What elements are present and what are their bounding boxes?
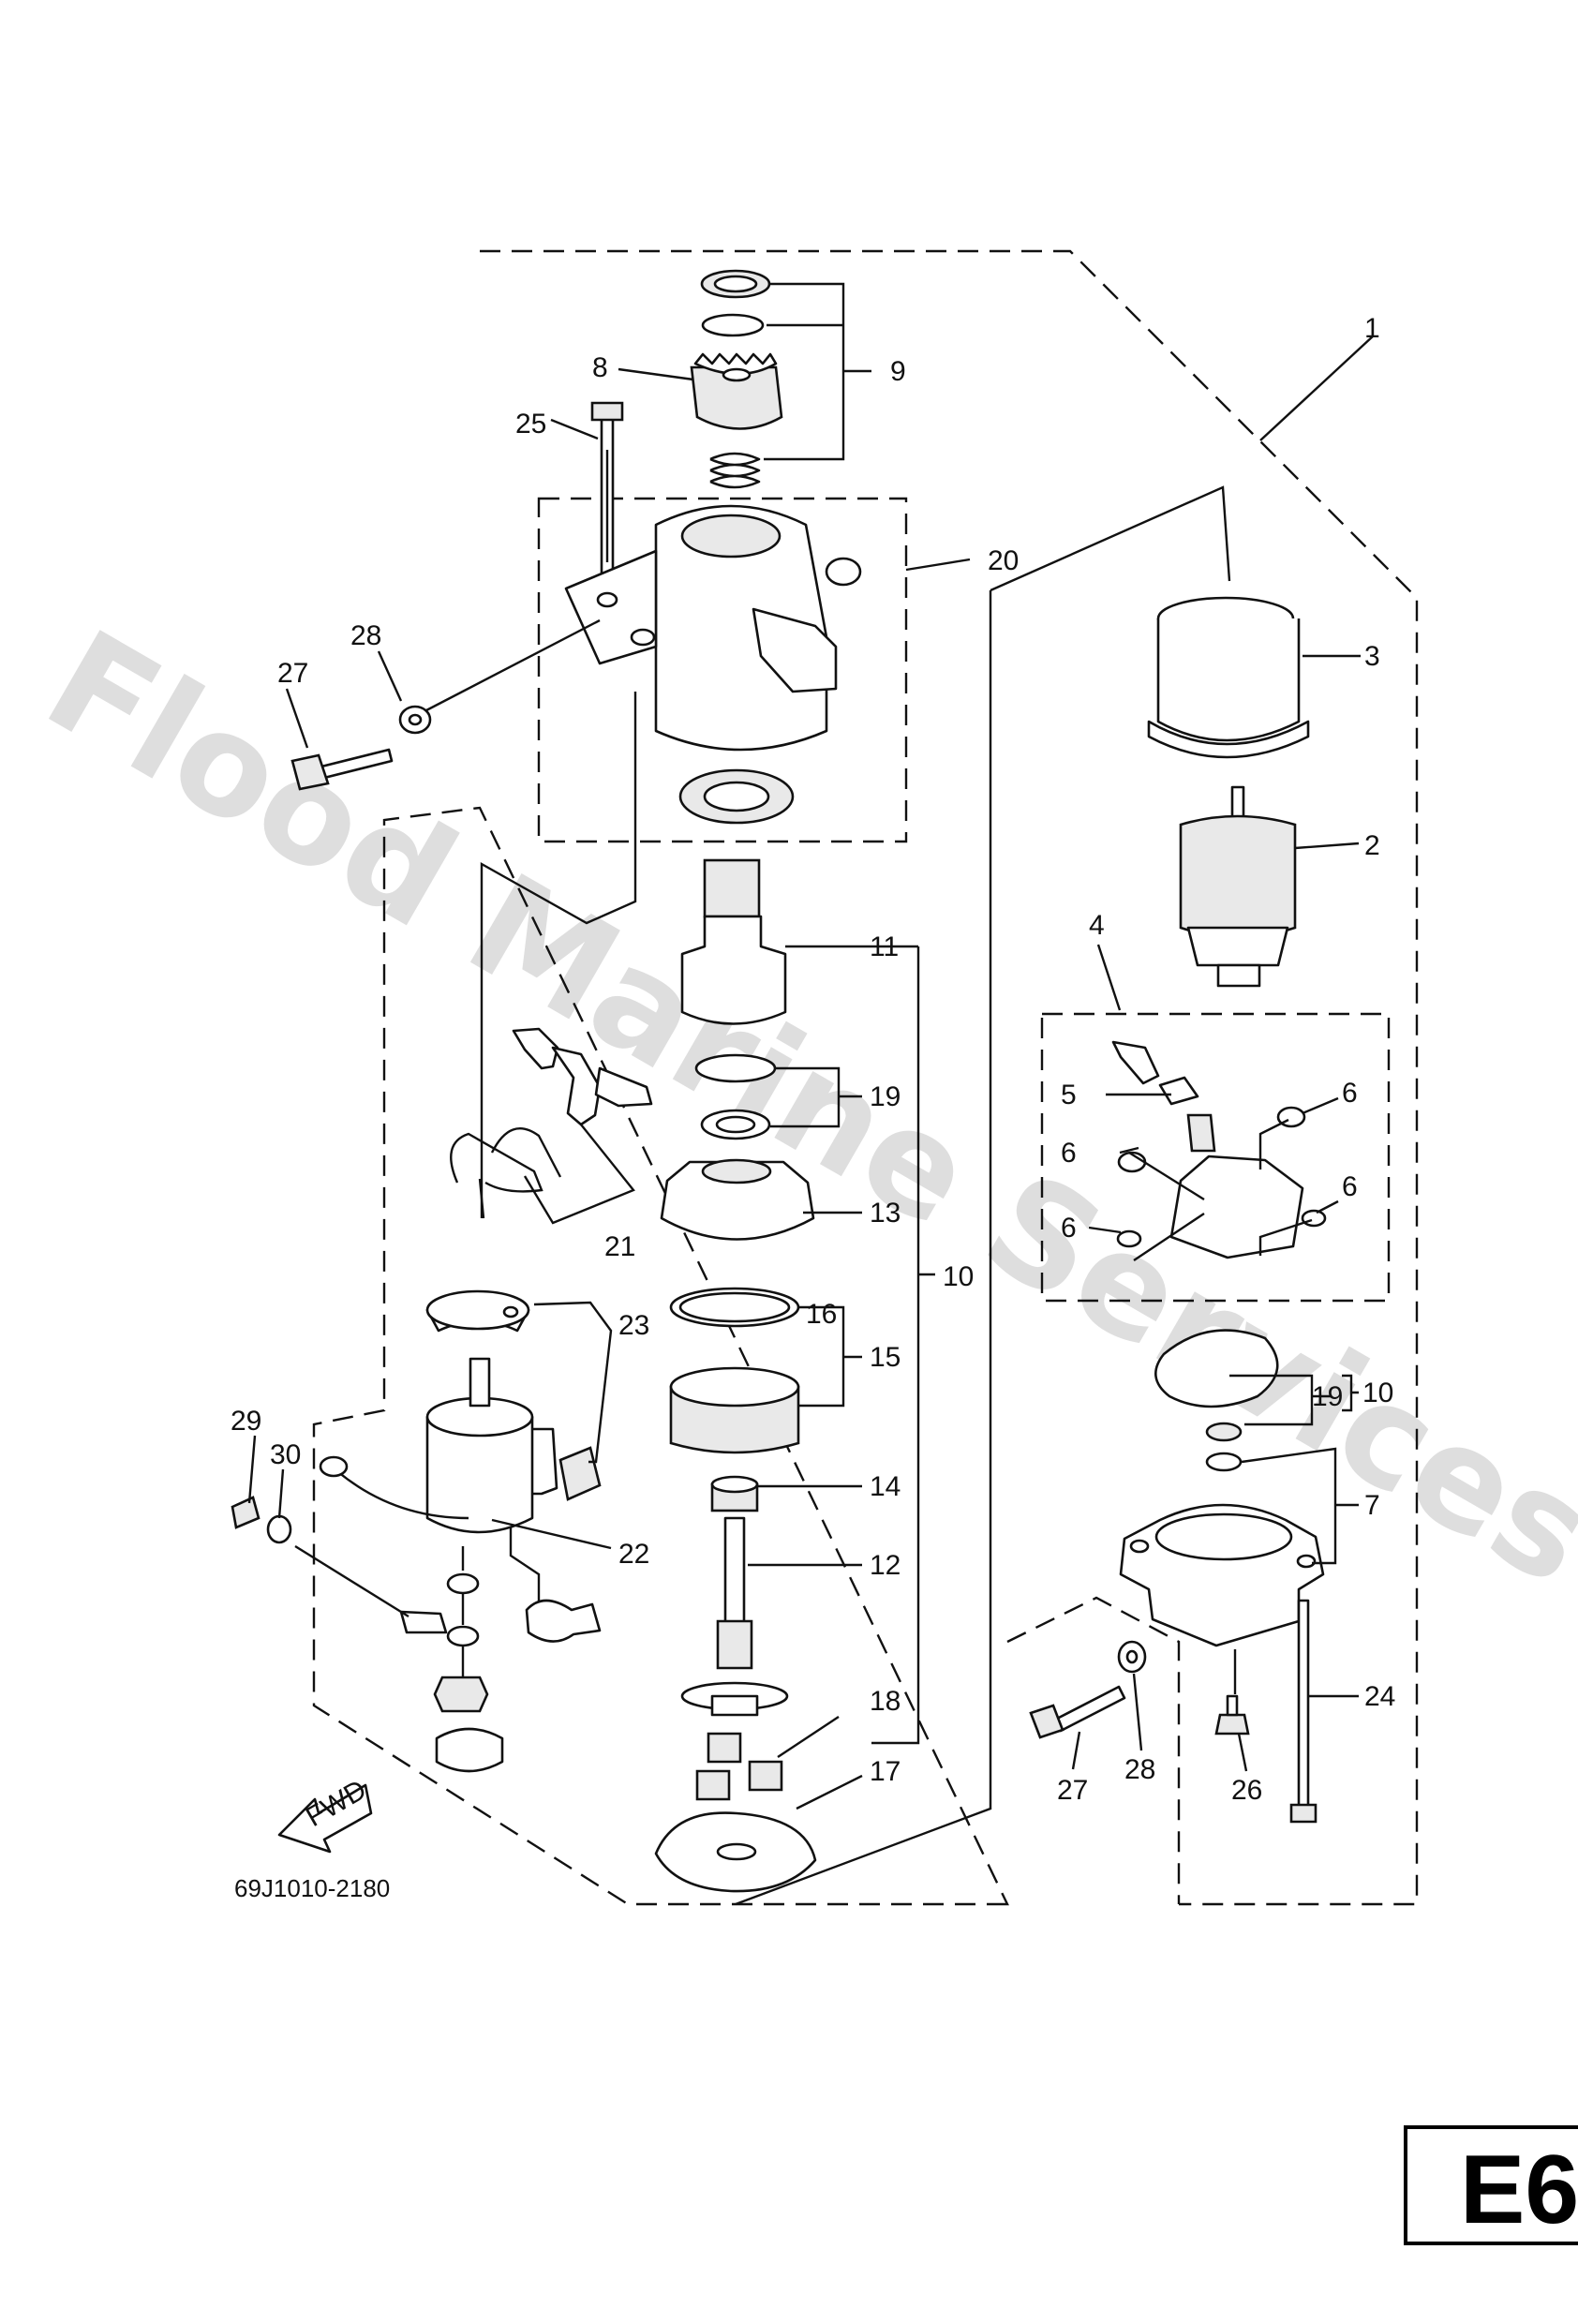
callout-26: 26 xyxy=(1231,1775,1262,1806)
diagram-code: 69J1010-2180 xyxy=(234,1874,390,1902)
callout-1: 1 xyxy=(1364,313,1380,344)
callout-9: 9 xyxy=(890,356,906,387)
callout-6a: 6 xyxy=(1061,1138,1077,1169)
fwd-direction-arrow: FWD xyxy=(277,1774,373,1854)
callout-labels: 1 2 3 4 5 6 6 6 6 7 8 9 10 10 11 12 13 1… xyxy=(231,313,1395,1806)
shift-lever-group xyxy=(450,1027,653,1219)
callout-18: 18 xyxy=(870,1686,901,1717)
page-id: E6 xyxy=(1460,2136,1578,2244)
callout-14: 14 xyxy=(870,1471,901,1502)
callout-21: 21 xyxy=(604,1231,635,1262)
callout-5: 5 xyxy=(1061,1080,1077,1110)
callout-22: 22 xyxy=(618,1539,649,1570)
callout-8: 8 xyxy=(592,352,608,383)
callout-28a: 28 xyxy=(350,620,381,651)
callout-13: 13 xyxy=(870,1198,901,1229)
gear-shaft-stack xyxy=(654,858,817,1893)
callout-15: 15 xyxy=(870,1342,901,1373)
watermark: Flood Marine Services xyxy=(21,600,1578,1616)
callout-19b: 19 xyxy=(1312,1381,1343,1412)
callout-29: 29 xyxy=(231,1406,261,1437)
callout-6d: 6 xyxy=(1061,1213,1077,1244)
callout-11: 11 xyxy=(870,931,899,962)
callout-6b: 6 xyxy=(1342,1078,1358,1109)
callout-7: 7 xyxy=(1364,1490,1380,1521)
callout-2: 2 xyxy=(1364,830,1380,861)
housing-bolt-group xyxy=(290,705,432,791)
callout-24: 24 xyxy=(1364,1681,1395,1712)
callout-3: 3 xyxy=(1364,641,1380,672)
callout-17: 17 xyxy=(870,1756,901,1787)
drive-housing-group xyxy=(564,269,862,825)
callout-28b: 28 xyxy=(1124,1754,1155,1785)
leader-lines xyxy=(247,282,1375,1906)
callout-23: 23 xyxy=(618,1310,649,1341)
callout-20: 20 xyxy=(988,545,1019,576)
page-id-box: E6 xyxy=(1404,2125,1578,2245)
callout-27b: 27 xyxy=(1057,1775,1088,1806)
callout-16: 16 xyxy=(806,1299,837,1330)
motor-group xyxy=(1029,596,1327,1824)
solenoid-group xyxy=(231,1289,602,1773)
callout-19a: 19 xyxy=(870,1081,901,1112)
callout-10b: 10 xyxy=(1362,1378,1393,1408)
callout-12: 12 xyxy=(870,1550,901,1581)
callout-10a: 10 xyxy=(943,1261,974,1292)
callout-30: 30 xyxy=(270,1439,301,1470)
assembly-boundaries xyxy=(312,249,1419,1906)
callout-6c: 6 xyxy=(1342,1171,1358,1202)
callout-25: 25 xyxy=(515,409,546,439)
callout-4: 4 xyxy=(1089,910,1105,941)
callout-27a: 27 xyxy=(277,658,308,689)
